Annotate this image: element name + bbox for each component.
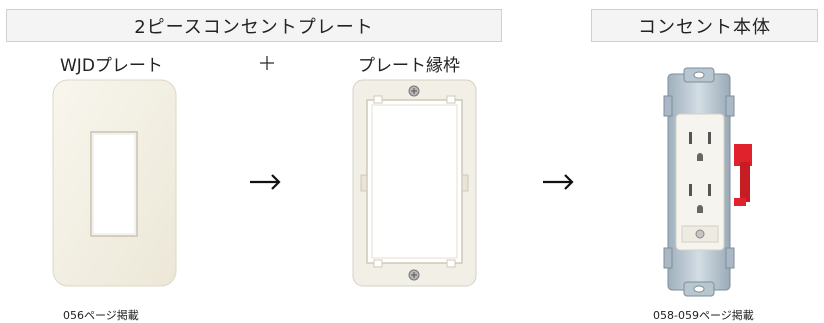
plus-icon: [257, 53, 277, 73]
section-header-outlet-body: コンセント本体: [591, 9, 818, 42]
wjd-plate-image: [52, 79, 177, 287]
section-header-outlet-body-text: コンセント本体: [638, 16, 771, 38]
caption-outlet-page: 058-059ページ掲載: [653, 309, 754, 322]
label-plate-frame: プレート縁枠: [358, 56, 460, 76]
section-header-two-piece-plate-text: 2ピースコンセントプレート: [134, 16, 374, 38]
outlet-body-image: [658, 66, 758, 298]
arrow-right-icon: [248, 173, 282, 191]
caption-wjd-plate-page: 056ページ掲載: [63, 309, 139, 322]
plate-frame-image: [352, 79, 477, 287]
section-header-two-piece-plate: 2ピースコンセントプレート: [6, 9, 502, 42]
arrow-right-icon: [541, 173, 575, 191]
label-wjd-plate: WJDプレート: [60, 56, 163, 76]
